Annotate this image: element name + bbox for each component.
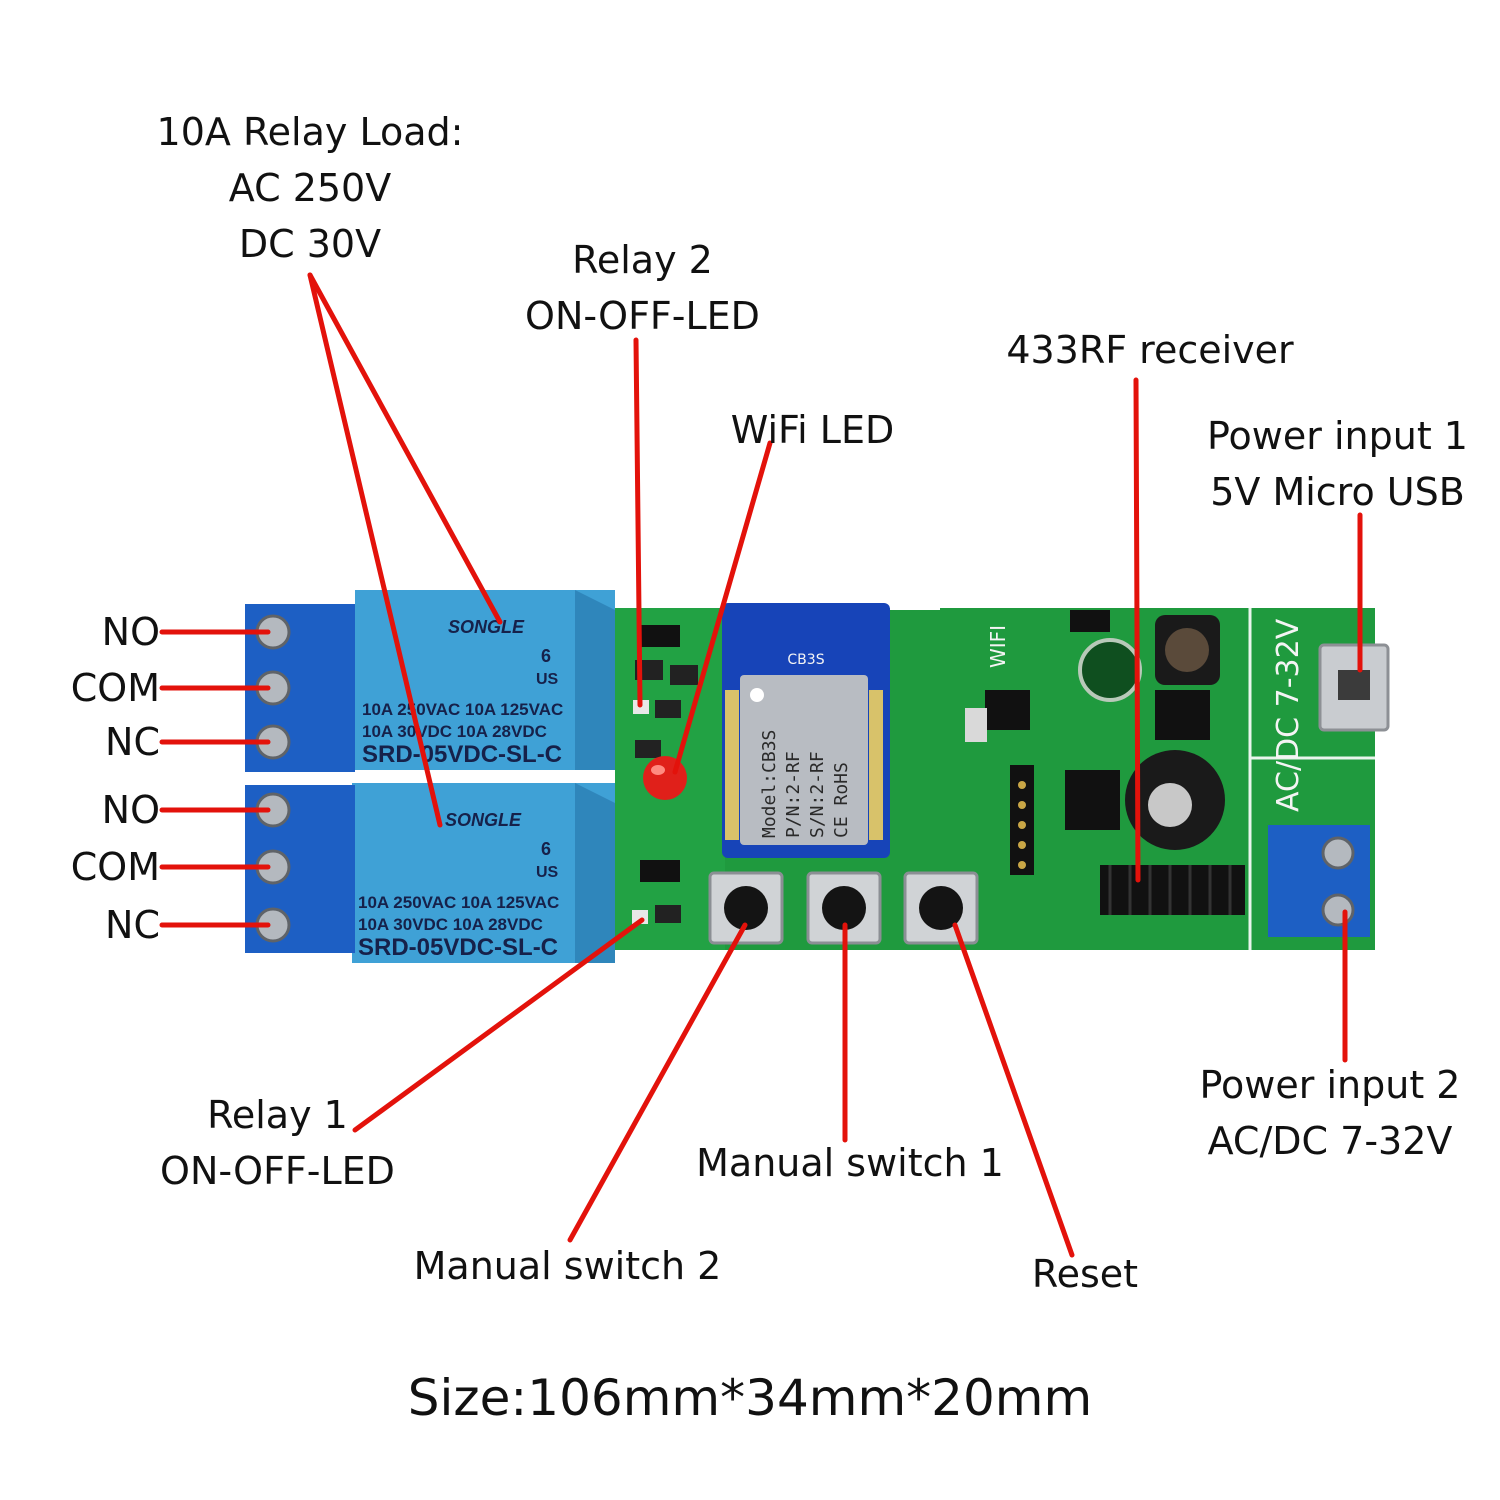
pin — [1018, 861, 1026, 869]
terminal-lower-nc: NC — [105, 903, 160, 947]
relay-1-cert: US — [536, 864, 559, 881]
relay-2: SONGLE 6 US 10A 250VAC 10A 125VAC 10A 30… — [355, 590, 615, 770]
label-relay2-led: Relay 2 ON-OFF-LED — [500, 232, 785, 344]
dc-ic — [1155, 690, 1210, 740]
relay-2-cert: US — [536, 671, 559, 688]
smd-part — [1070, 610, 1110, 632]
label-wifi-led: WiFi LED — [730, 408, 895, 452]
size-caption: Size:106mm*34mm*20mm — [407, 1369, 1093, 1427]
leader-wifi-led — [672, 440, 773, 775]
module-line-3: S/N:2-RF — [807, 751, 828, 838]
label-power-input-2-line-1: Power input 2 — [1199, 1063, 1461, 1107]
relay-2-pin: 6 — [541, 646, 551, 666]
relay-2-brand: SONGLE — [448, 617, 525, 637]
wifi-led-component — [643, 756, 687, 800]
micro-usb-opening — [1338, 670, 1370, 700]
label-power-input-2: Power input 2 AC/DC 7-32V — [1185, 1057, 1475, 1169]
label-relay1-led-line-2: ON-OFF-LED — [160, 1149, 395, 1193]
leader-relay2-led — [633, 337, 643, 708]
relay-1-rating-2: 10A 30VDC 10A 28VDC — [358, 915, 543, 934]
module-line-4: CE RoHS — [831, 762, 852, 838]
label-relay2-led-line-2: ON-OFF-LED — [525, 294, 760, 338]
smd-part — [655, 905, 681, 923]
terminal-lower-no: NO — [101, 788, 160, 832]
leader-relay-load-b — [307, 272, 443, 828]
leader-lines — [159, 272, 1363, 1258]
label-power-input-2-line-2: AC/DC 7-32V — [1207, 1119, 1453, 1163]
relay-1-brand: SONGLE — [445, 810, 522, 830]
module-line-1: Model:CB3S — [759, 730, 780, 838]
pin — [1018, 801, 1026, 809]
wifi-module: CB3S Model:CB3S P/N:2-RF S/N:2-RF CE RoH… — [722, 603, 890, 858]
label-relay1-led-line-1: Relay 1 — [207, 1093, 348, 1137]
label-manual-switch-1: Manual switch 1 — [696, 1141, 1004, 1185]
leader-reset — [952, 922, 1075, 1258]
terminal-block-power — [1268, 825, 1370, 937]
leader-rf-receiver — [1133, 377, 1141, 883]
terminal-upper-no: NO — [101, 610, 160, 654]
rf-coil — [1100, 865, 1245, 915]
manual-switch-1-button — [806, 871, 882, 945]
label-power-input-1-line-2: 5V Micro USB — [1210, 470, 1465, 514]
label-relay-load-line-1: 10A Relay Load: — [156, 110, 464, 154]
pcb-notch — [890, 590, 940, 610]
terminal-upper-nc: NC — [105, 720, 160, 764]
inductor-core — [1165, 628, 1209, 672]
relay-2-model: SRD-05VDC-SL-C — [362, 741, 562, 768]
terminal-lower-com: COM — [70, 845, 160, 889]
relay-2-rating-1: 10A 250VAC 10A 125VAC — [362, 700, 563, 719]
capacitor-top — [1148, 783, 1192, 827]
smd-part — [635, 740, 661, 758]
rf-ic — [1065, 770, 1120, 830]
smd-diode — [640, 860, 680, 882]
leader-relay1-led — [352, 917, 645, 1133]
label-relay-load-line-3: DC 30V — [238, 222, 382, 266]
leader-relay-load-a — [307, 272, 503, 625]
power-silk-text: AC/DC 7-32V — [1271, 618, 1306, 812]
terminal-upper-com: COM — [70, 666, 160, 710]
pin — [1018, 821, 1026, 829]
label-relay2-led-line-1: Relay 2 — [572, 238, 713, 282]
smd-part — [965, 708, 987, 742]
wifi-silk-text: WIFI — [986, 625, 1010, 668]
capacitor-small — [1078, 638, 1142, 702]
reset-button — [903, 871, 979, 945]
smd-part — [670, 665, 698, 685]
relay-1: SONGLE 6 US 10A 250VAC 10A 125VAC 10A 30… — [352, 783, 615, 963]
label-relay-load: 10A Relay Load: AC 250V DC 30V — [150, 104, 470, 272]
relay-1-model: SRD-05VDC-SL-C — [358, 934, 558, 961]
smd-diode — [640, 625, 680, 647]
relay-1-rating-1: 10A 250VAC 10A 125VAC — [358, 893, 559, 912]
label-relay-load-line-2: AC 250V — [228, 166, 392, 210]
manual-switch-2-button — [708, 871, 784, 945]
module-line-2: P/N:2-RF — [783, 751, 804, 838]
label-manual-switch-2: Manual switch 2 — [413, 1244, 722, 1288]
label-relay1-led: Relay 1 ON-OFF-LED — [140, 1087, 415, 1199]
relay-1-pin: 6 — [541, 839, 551, 859]
module-top-text: CB3S — [787, 652, 824, 668]
label-rf-receiver: 433RF receiver — [1006, 328, 1294, 372]
relay-2-rating-2: 10A 30VDC 10A 28VDC — [362, 722, 547, 741]
regulator-chip — [985, 690, 1030, 730]
smd-part — [655, 700, 681, 718]
label-power-input-1: Power input 1 5V Micro USB — [1190, 408, 1485, 520]
leader-manual-switch-2 — [567, 922, 748, 1243]
label-reset: Reset — [1031, 1252, 1139, 1296]
label-power-input-1-line-1: Power input 1 — [1207, 414, 1468, 458]
pin — [1018, 841, 1026, 849]
pin — [1018, 781, 1026, 789]
